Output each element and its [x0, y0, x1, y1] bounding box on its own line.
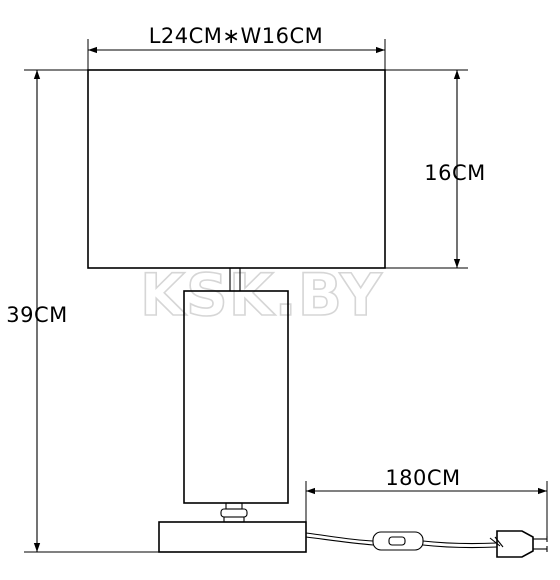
total-height-label: 39CM: [6, 303, 68, 327]
lamp-foot-detail: [220, 502, 248, 523]
power-cord: [305, 531, 504, 551]
watermark-text: KSK.BY: [140, 261, 383, 329]
dimension-total-height: [24, 69, 159, 553]
dimension-shade-size: [87, 39, 386, 70]
shade-size-label: L24CM∗W16CM: [149, 24, 324, 48]
dimension-cord-length: [305, 481, 548, 536]
cord-length-label: 180CM: [385, 466, 460, 490]
power-plug: [496, 530, 548, 558]
lamp-shade: [87, 69, 386, 269]
lamp-base: [158, 521, 307, 553]
dimension-shade-height: [385, 69, 468, 269]
shade-height-label: 16CM: [424, 161, 486, 185]
